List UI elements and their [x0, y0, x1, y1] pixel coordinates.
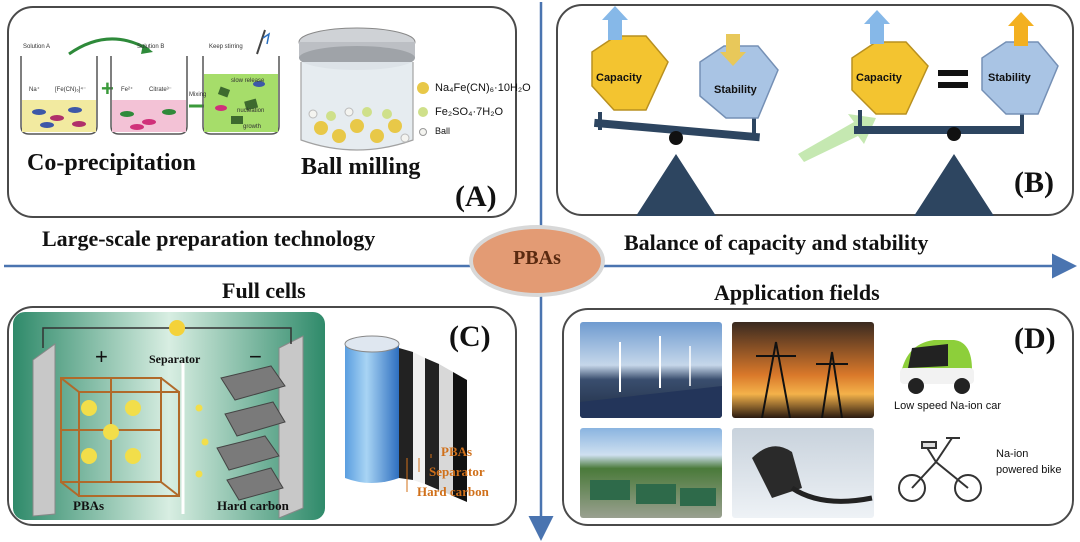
keep-stirring-label: Keep stirring: [209, 44, 243, 50]
legend-label-3: Ball: [435, 126, 451, 136]
panel-a-graphics: +: [20, 27, 429, 151]
panel-c-label: (C): [449, 320, 491, 353]
bulb-icon: [169, 320, 185, 336]
panel-b: Capacity Stability Capacity Stability (B…: [556, 4, 1074, 216]
anode-label: Hard carbon: [217, 498, 289, 513]
beaker-b: [110, 56, 188, 135]
method-coprecipitation: Co-precipitation: [27, 150, 196, 176]
balance-left: [591, 6, 779, 216]
panel-c: + − Separator PBAs Hard carbon PBAs Sepa…: [7, 306, 517, 526]
stability-label-right: Stability: [988, 72, 1031, 84]
method-ball-milling: Ball milling: [301, 154, 421, 180]
photo-ev-charger: [732, 428, 874, 518]
photo-energy-storage: [580, 428, 722, 518]
cell-background: [13, 312, 325, 520]
cylinder-battery: [344, 335, 467, 502]
mixing-label: Mixing: [189, 92, 207, 98]
beaker-a: [20, 56, 98, 135]
transition-arrow: [798, 114, 876, 162]
growth-label: growth: [243, 124, 262, 130]
legend-marker-3: [419, 128, 427, 136]
na-ions: [81, 400, 209, 478]
legend-label-1: Na₄Fe(CN)₆·10H₂O: [435, 82, 531, 94]
center-badge: [469, 225, 605, 297]
fecn-label: [Fe(CN)₆]⁴⁻: [55, 87, 87, 93]
cathode-label: PBAs: [73, 498, 105, 513]
balance-right: [851, 10, 1059, 216]
positive-sign: +: [95, 344, 108, 369]
photo-solar-wind: [580, 322, 722, 418]
capacity-label-left: Capacity: [596, 72, 642, 84]
curved-arrow: [68, 37, 150, 56]
panel-b-label: (B): [1014, 166, 1054, 199]
section-title-bottom-right: Application fields: [714, 280, 880, 305]
panel-d: Low speed Na-ion car Na-ion powered bike…: [562, 308, 1074, 526]
legend-label-2: Fe₂SO₄·7H₂O: [435, 106, 504, 118]
vehicle-graphics: [898, 340, 982, 502]
car-label: Low speed Na-ion car: [894, 400, 1002, 412]
panel-b-graphics: [591, 6, 1059, 216]
panel-d-label: (D): [1014, 322, 1056, 355]
bike-icon: [898, 437, 982, 502]
photo-power-lines: [732, 322, 874, 418]
cathode-plate: [32, 343, 56, 517]
section-title-bottom-left: Full cells: [222, 278, 306, 303]
panel-a: +: [7, 6, 531, 218]
bike-label: Na-ion powered bike: [996, 448, 1062, 476]
solution-a-label: Solution A: [23, 44, 51, 50]
layer-label-hard-carbon: Hard carbon: [417, 484, 489, 499]
ball-mill-jar: [298, 27, 416, 151]
na-ion-label: Na⁺: [29, 87, 40, 93]
capacity-label-right: Capacity: [856, 72, 902, 84]
panel-c-graphics: [13, 312, 467, 520]
solution-b-label: Solution B: [137, 44, 165, 50]
section-title-top-left: Large-scale preparation technology: [42, 226, 376, 251]
center-label: PBAs: [513, 247, 561, 269]
legend-marker-2: [418, 107, 428, 117]
anode-plate: [278, 335, 304, 519]
beaker-mix: [202, 29, 280, 135]
pba-lattice: [60, 377, 180, 497]
panel-a-label: (A): [455, 180, 497, 213]
citrate-label: Citrate³⁻: [149, 87, 172, 93]
nucleation-label: nucleation: [237, 108, 265, 114]
car-icon: [900, 340, 974, 394]
layer-label-separator: Separator: [429, 464, 485, 479]
fe-ion-label: Fe²⁺: [121, 87, 134, 93]
hard-carbon-sheets: [216, 365, 286, 501]
negative-sign: −: [249, 344, 262, 369]
plus-sign: +: [101, 76, 114, 101]
legend-marker-1: [417, 82, 429, 94]
section-title-top-right: Balance of capacity and stability: [624, 230, 929, 255]
layer-label-pbas: PBAs: [441, 444, 473, 459]
separator-label: Separator: [149, 352, 201, 366]
stability-label-left: Stability: [714, 84, 757, 96]
external-wire: [42, 327, 292, 348]
slow-release-label: slow release: [231, 78, 265, 84]
